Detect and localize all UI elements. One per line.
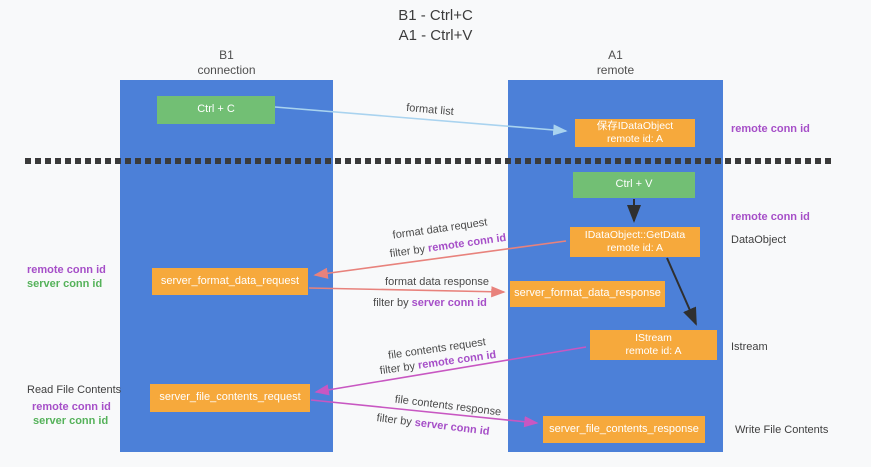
- title-line-1: B1 - Ctrl+C: [398, 7, 473, 24]
- arrow-format-data-response: [308, 286, 506, 298]
- label-remote-conn-id-left-2: remote conn id: [32, 401, 111, 413]
- getdata-label: IDataObject::GetData: [584, 228, 686, 241]
- label-server-conn-id-left-2: server conn id: [33, 415, 109, 427]
- box-server-file-contents-request: server_file_contents_request: [150, 384, 310, 412]
- label-server-conn-id-left-1: server conn id: [27, 278, 103, 290]
- box-ctrl-c: Ctrl + C: [157, 96, 275, 124]
- server-file-contents-response-label: server_file_contents_response: [549, 422, 699, 435]
- label-remote-conn-id-left-1: remote conn id: [27, 264, 106, 276]
- box-server-format-data-request: server_format_data_request: [152, 268, 308, 295]
- istream-label: IStream: [635, 331, 672, 344]
- title-line-2: A1 - Ctrl+V: [398, 27, 473, 45]
- save-idataobject-label: 保存IDataObject: [596, 119, 674, 132]
- filter-by-text: filter by: [373, 297, 409, 309]
- label-istream: Istream: [731, 341, 768, 353]
- server-format-data-request-label: server_format_data_request: [160, 274, 300, 287]
- label-filter-server-conn-1: filter by server conn id: [373, 297, 487, 309]
- remote-conn-id-text: remote conn id: [427, 231, 507, 255]
- istream-remote-id: remote id: A: [625, 345, 682, 357]
- box-server-format-data-response: server_format_data_response: [510, 281, 665, 307]
- box-idataobject-getdata: IDataObject::GetData remote id: A: [570, 227, 700, 257]
- box-ctrl-v: Ctrl + V: [573, 172, 695, 198]
- page-title: B1 - Ctrl+C A1 - Ctrl+V: [0, 6, 871, 47]
- lane-right-header: A1 remote: [508, 48, 723, 78]
- label-write-file-contents: Write File Contents: [735, 424, 829, 436]
- lane-right-subtitle: remote: [596, 63, 635, 77]
- label-dataobject: DataObject: [731, 234, 787, 246]
- ctrl-c-label: Ctrl + C: [197, 103, 235, 116]
- filter-by-text: filter by: [389, 243, 426, 261]
- ctrl-v-label: Ctrl + V: [615, 178, 653, 191]
- filter-by-text: filter by: [379, 360, 416, 378]
- save-idataobject-remote-id: remote id: A: [606, 133, 664, 145]
- label-filter-server-conn-2: filter by server conn id: [376, 412, 490, 438]
- lane-left-header: B1 connection: [120, 48, 333, 78]
- server-conn-id-text: server conn id: [411, 297, 487, 309]
- lane-right-name: A1: [608, 48, 623, 62]
- box-istream: IStream remote id: A: [590, 330, 717, 360]
- server-format-data-response-label: server_format_data_response: [514, 287, 661, 300]
- server-file-contents-request-label: server_file_contents_request: [159, 391, 301, 404]
- label-read-file-contents: Read File Contents: [27, 384, 122, 396]
- server-conn-id-text: server conn id: [414, 416, 491, 438]
- dashed-divider: [25, 158, 835, 164]
- box-save-idataobject: 保存IDataObject remote id: A: [575, 119, 695, 147]
- label-file-contents-response: file contents response: [394, 393, 502, 419]
- label-format-list: format list: [405, 101, 455, 119]
- filter-by-text: filter by: [375, 412, 413, 429]
- label-format-data-response: format data response: [385, 276, 489, 288]
- getdata-remote-id: remote id: A: [606, 242, 664, 254]
- lane-left-subtitle: connection: [197, 63, 256, 77]
- label-remote-conn-id-right-2: remote conn id: [731, 211, 810, 223]
- label-remote-conn-id-right-1: remote conn id: [731, 123, 810, 135]
- lane-left-name: B1: [219, 48, 234, 62]
- box-server-file-contents-response: server_file_contents_response: [543, 416, 705, 443]
